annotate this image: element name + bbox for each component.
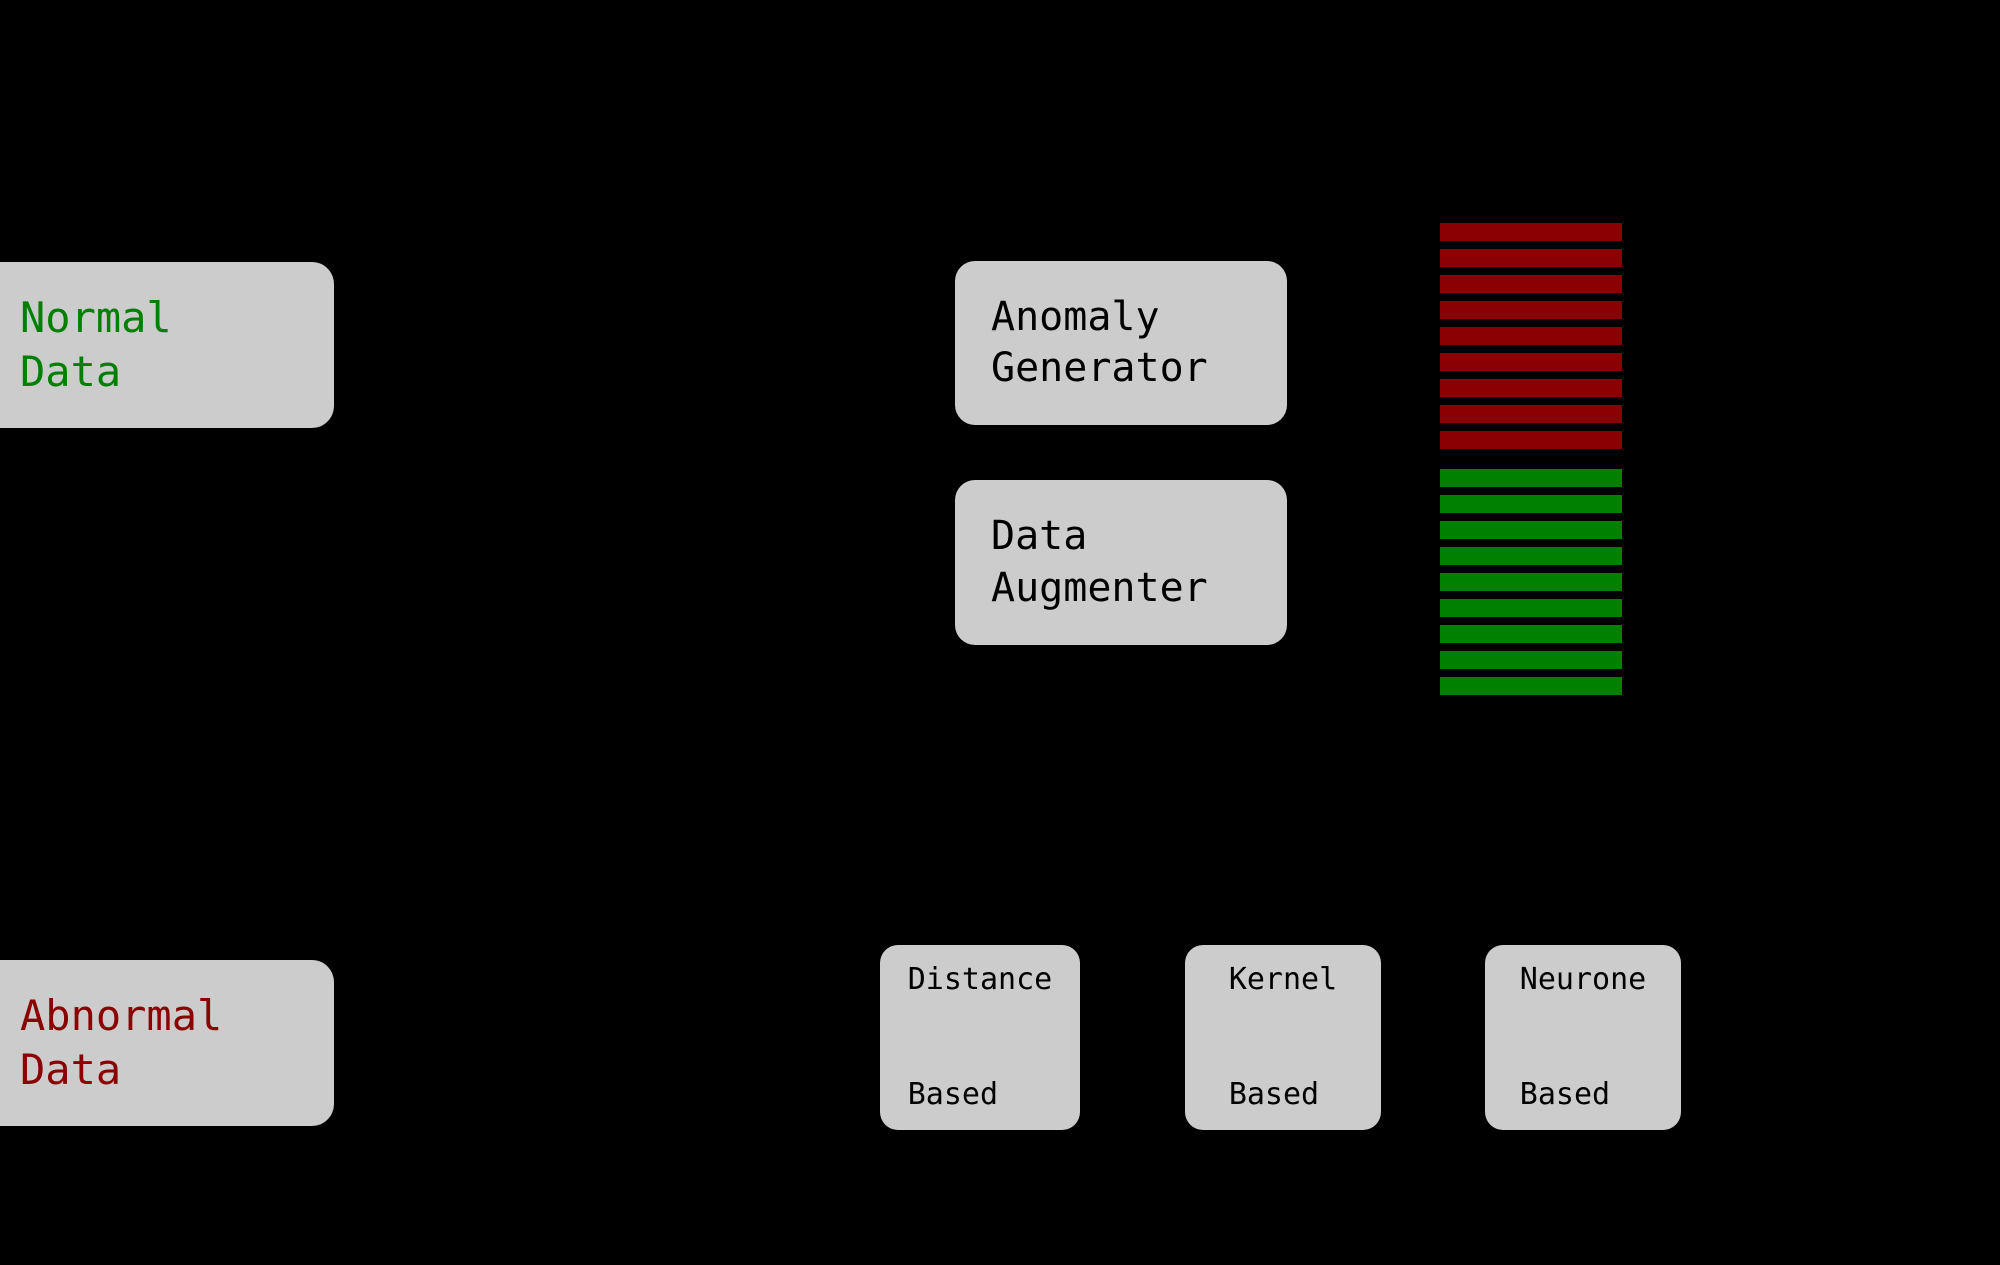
dataset-stripe-anomaly: [1440, 405, 1622, 423]
dataset-stripe-normal: [1440, 547, 1622, 565]
dataset-stripe-anomaly: [1440, 275, 1622, 293]
node-kernel-based-label-line1: Kernel: [1228, 961, 1338, 997]
dataset-stripe-anomaly: [1440, 223, 1622, 241]
dataset-stripe-normal: [1440, 677, 1622, 695]
node-kernel-based-text: Kernel Based: [1229, 884, 1337, 1191]
dataset-stripe-normal: [1440, 521, 1622, 539]
node-anomaly-generator[interactable]: Anomaly Generator: [955, 261, 1287, 425]
node-distance-based-label-line1: Distance: [907, 961, 1053, 997]
dataset-stripe-normal: [1440, 495, 1622, 513]
node-normal-data-label-line2: Data: [20, 347, 122, 396]
node-anomaly-generator-label-line2: Generator: [991, 345, 1208, 391]
node-data-augmenter-label-line1: Data: [991, 513, 1088, 560]
dataset-stripe-anomaly: [1440, 327, 1622, 345]
dataset-stripe-normal: [1440, 625, 1622, 643]
node-distance-based-text: Distance Based: [908, 884, 1053, 1191]
node-abnormal-data[interactable]: Abnormal Data: [0, 960, 334, 1126]
node-neurone-based-text: Neurone Based: [1520, 884, 1646, 1191]
node-anomaly-generator-label-line1: Anomaly: [991, 293, 1160, 340]
node-data-augmenter-label-line2: Augmenter: [991, 564, 1208, 611]
dataset-stripe-anomaly: [1440, 301, 1622, 319]
dataset-stripe-anomaly: [1440, 379, 1622, 397]
dataset-stripe-anomaly: [1440, 353, 1622, 371]
dataset-stripe-normal: [1440, 651, 1622, 669]
dataset-stripe-anomaly: [1440, 431, 1622, 449]
dataset-stripe-normal: [1440, 469, 1622, 487]
dataset-stripe-anomaly: [1440, 249, 1622, 267]
node-neurone-based-label-line1: Neurone: [1519, 961, 1647, 997]
node-abnormal-data-label-line1: Abnormal: [20, 991, 223, 1041]
node-distance-based-label-line2: Based: [907, 1076, 999, 1112]
node-normal-data-label-line1: Normal: [20, 293, 172, 343]
node-kernel-based[interactable]: Kernel Based: [1185, 945, 1381, 1130]
node-neurone-based[interactable]: Neurone Based: [1485, 945, 1681, 1130]
dataset-stripes-block: [1440, 223, 1622, 695]
node-kernel-based-label-line2: Based: [1228, 1076, 1320, 1112]
node-data-augmenter[interactable]: Data Augmenter: [955, 480, 1287, 645]
node-abnormal-data-label-line2: Data: [20, 1045, 122, 1094]
node-neurone-based-label-line2: Based: [1519, 1076, 1611, 1112]
dataset-stripe-normal: [1440, 573, 1622, 591]
node-distance-based[interactable]: Distance Based: [880, 945, 1080, 1130]
dataset-stripe-normal: [1440, 599, 1622, 617]
node-normal-data[interactable]: Normal Data: [0, 262, 334, 428]
